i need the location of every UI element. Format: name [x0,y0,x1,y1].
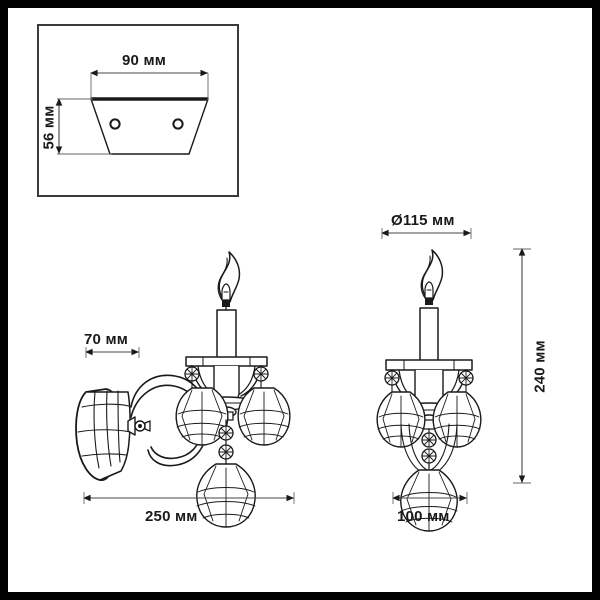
side-depth-dimension [84,347,140,358]
mounting-plate-shape [90,97,209,155]
side-view-crossbar [185,356,268,367]
side-view-wall-plate [75,388,151,481]
front-view-crossbar [385,359,473,371]
plate-width-dimension [89,69,209,101]
side-depth-label: 70 мм [84,331,129,348]
front-view-candle [419,307,439,367]
front-view-left-crystal [376,370,426,448]
front-view-right-crystal [432,370,482,448]
plate-height-dimension [55,97,112,155]
front-width-label: 100 мм [397,508,450,525]
plate-height-label: 56 мм [40,105,58,150]
side-view-right-crystal [237,366,291,446]
side-length-dimension [82,492,295,504]
side-view-flame-bulb [217,251,241,307]
front-view-flame-bulb [420,249,444,305]
plate-width-label: 90 мм [122,52,167,69]
front-diameter-label: Ø115 мм [391,212,455,229]
side-view-left-crystal [175,366,229,446]
side-view-candle [216,299,237,363]
side-length-label: 250 мм [145,508,198,525]
front-diameter-dimension [380,228,472,239]
front-view-center-chain [421,428,437,471]
front-view-fixture [376,249,482,532]
side-view-bobeche-arms [191,365,262,403]
front-height-label: 240 мм [531,340,549,393]
side-view-fixture [75,251,291,528]
front-width-dimension [391,492,468,504]
front-height-dimension [513,247,531,484]
